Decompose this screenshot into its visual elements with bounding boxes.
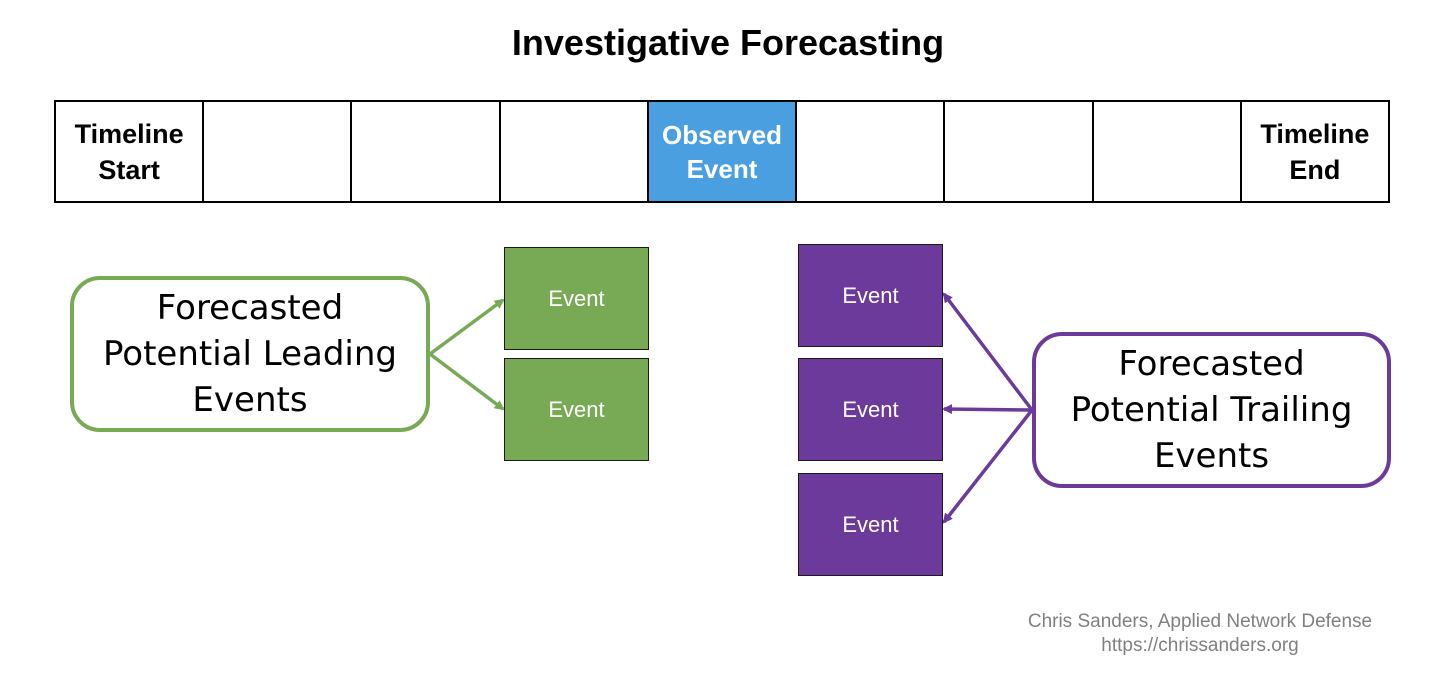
trailing-event-box: Event bbox=[798, 473, 943, 576]
timeline-cell bbox=[945, 102, 1094, 201]
timeline-cell-start: Timeline Start bbox=[56, 102, 205, 201]
leading-event-box: Event bbox=[504, 247, 649, 350]
trailing-arrow-1 bbox=[942, 292, 1034, 412]
timeline-cell bbox=[352, 102, 501, 201]
leading-event-box: Event bbox=[504, 358, 649, 461]
timeline-cell bbox=[501, 102, 649, 201]
credit-author: Chris Sanders, Applied Network Defense bbox=[1027, 611, 1373, 632]
diagram-title: Investigative Forecasting bbox=[511, 22, 945, 63]
trailing-events-callout: Forecasted Potential Trailing Events bbox=[1032, 332, 1391, 488]
leading-events-callout: Forecasted Potential Leading Events bbox=[70, 276, 430, 432]
credit-url: https://chrissanders.org bbox=[1101, 635, 1299, 656]
timeline-cell-observed-event: Observed Event bbox=[648, 102, 798, 201]
trailing-arrow-3 bbox=[942, 408, 1034, 524]
trailing-event-box: Event bbox=[798, 244, 943, 347]
trailing-arrow-2 bbox=[942, 404, 1033, 415]
leading-arrow-2 bbox=[428, 352, 505, 411]
timeline-cell-end: Timeline End bbox=[1260, 118, 1370, 185]
timeline-bar: Timeline Start Observed Event Timeline E… bbox=[54, 100, 1390, 203]
leading-arrow-1 bbox=[428, 298, 505, 356]
timeline-cell bbox=[204, 102, 353, 201]
trailing-event-box: Event bbox=[798, 358, 943, 461]
timeline-cell bbox=[797, 102, 946, 201]
credit-text: Chris Sanders, Applied Network Defense h… bbox=[1005, 610, 1395, 658]
timeline-cell bbox=[1094, 102, 1242, 201]
